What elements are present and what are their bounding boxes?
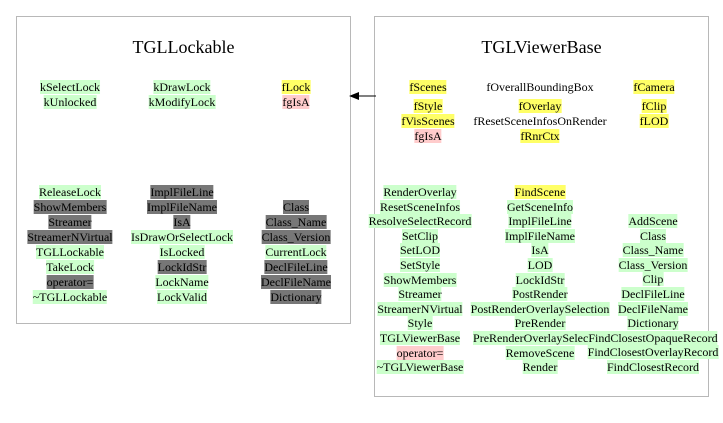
member-findscene: FindScene xyxy=(514,185,566,199)
member-isdraworselectlock: IsDrawOrSelectLock xyxy=(131,230,233,244)
member-showmembers: ShowMembers xyxy=(383,272,457,287)
member-clip: Clip xyxy=(642,272,664,287)
member-foverallboundingbox: fOverallBoundingBox xyxy=(486,80,594,94)
member-fstyle: fStyle xyxy=(413,99,443,113)
member-streamernvirtual: StreamerNVirtual xyxy=(377,301,463,316)
member-foverlay: fOverlay xyxy=(518,99,562,113)
member-fclip: fClip xyxy=(641,99,667,113)
member-lockidstr: LockIdStr xyxy=(515,272,565,287)
member-tglviewerbase: TGLViewerBase xyxy=(379,331,461,345)
member-dictionary: Dictionary xyxy=(270,290,322,304)
member-tgllockable: ~TGLLockable xyxy=(32,290,108,304)
member-implfileline: ImplFileLine xyxy=(150,185,214,199)
member-implfilename: ImplFileName xyxy=(505,228,575,243)
member-streamer: Streamer xyxy=(48,215,92,229)
member-frnrctx: fRnrCtx xyxy=(520,129,560,143)
member-fgisa: fgIsA xyxy=(282,95,310,109)
member-lockname: LockName xyxy=(155,275,209,289)
member-class-version: Class_Version xyxy=(618,257,688,272)
member-style: Style xyxy=(407,316,433,331)
member-islocked: IsLocked xyxy=(159,245,205,259)
member-declfilename: DeclFileName xyxy=(618,301,688,316)
member-setclip: SetClip xyxy=(401,228,439,243)
member-fvisscenes: fVisScenes xyxy=(401,114,455,128)
member-lockidstr: LockIdStr xyxy=(157,260,207,274)
member-postrender: PostRender xyxy=(512,287,568,302)
member-isa: IsA xyxy=(173,215,191,229)
member-renderoverlay: RenderOverlay xyxy=(383,185,457,199)
member-postrenderoverlayselection: PostRenderOverlaySelection xyxy=(470,301,610,316)
member-removescene: RemoveScene xyxy=(505,345,575,360)
member-lod: LOD xyxy=(527,258,553,272)
member-streamer: Streamer xyxy=(398,287,442,302)
member-findclosestrecord: FindClosestRecord xyxy=(607,360,699,374)
member-prerenderoverlayselection: PreRenderOverlaySelection xyxy=(473,331,607,345)
member-implfilename: ImplFileName xyxy=(147,200,217,214)
inheritance-arrow xyxy=(349,92,376,100)
member-declfilename: DeclFileName xyxy=(261,275,331,289)
member-tgllockable: TGLLockable xyxy=(36,245,104,259)
member-declfileline: DeclFileLine xyxy=(621,287,685,301)
member-kmodifylock: kModifyLock xyxy=(148,95,216,109)
member-getsceneinfo: GetSceneInfo xyxy=(507,199,573,214)
member-class: Class xyxy=(282,200,310,214)
member-lockvalid: LockValid xyxy=(157,290,207,304)
member-kselectlock: kSelectLock xyxy=(40,80,100,94)
member-resolveselectrecord: ResolveSelectRecord xyxy=(368,214,472,229)
member-operator: operator= xyxy=(46,275,94,289)
member-setstyle: SetStyle xyxy=(399,258,441,272)
member-class-name: Class_Name xyxy=(622,243,684,258)
member-class-version: Class_Version xyxy=(261,230,331,244)
member-kdrawlock: kDrawLock xyxy=(153,80,211,94)
member-isa: IsA xyxy=(531,243,549,258)
member-fcamera: fCamera xyxy=(633,80,675,94)
member-currentlock: CurrentLock xyxy=(265,245,327,259)
member-takelock: TakeLock xyxy=(46,260,94,274)
member-render: Render xyxy=(522,360,558,375)
member-tglviewerbase: ~TGLViewerBase xyxy=(376,360,464,375)
member-streamernvirtual: StreamerNVirtual xyxy=(27,230,113,244)
member-findclosestopaquerecord: FindClosestOpaqueRecord xyxy=(588,330,718,345)
member-fresetsceneinfosonrender: fResetSceneInfosOnRender xyxy=(473,114,607,128)
member-setlod: SetLOD xyxy=(400,243,440,258)
member-implfileline: ImplFileLine xyxy=(508,214,572,229)
member-fscenes: fScenes xyxy=(409,80,447,94)
member-kunlocked: kUnlocked xyxy=(43,95,97,109)
member-flock: fLock xyxy=(281,80,311,94)
member-showmembers: ShowMembers xyxy=(33,200,107,214)
member-declfileline: DeclFileLine xyxy=(264,260,328,274)
member-flod: fLOD xyxy=(639,114,669,128)
member-fgisa: fgIsA xyxy=(414,129,442,143)
member-releaselock: ReleaseLock xyxy=(39,185,101,199)
member-resetsceneinfos: ResetSceneInfos xyxy=(380,199,460,214)
member-prerender: PreRender xyxy=(514,316,566,331)
class-title-tgllockable: TGLLockable xyxy=(132,37,235,57)
member-class-name: Class_Name xyxy=(265,215,327,229)
member-class: Class xyxy=(639,228,667,243)
class-title-tglviewerbase: TGLViewerBase xyxy=(481,37,602,57)
member-findclosestoverlayrecord: FindClosestOverlayRecord xyxy=(587,345,719,360)
member-addscene: AddScene xyxy=(628,214,678,228)
member-operator: operator= xyxy=(396,345,444,360)
member-dictionary: Dictionary xyxy=(627,316,679,331)
